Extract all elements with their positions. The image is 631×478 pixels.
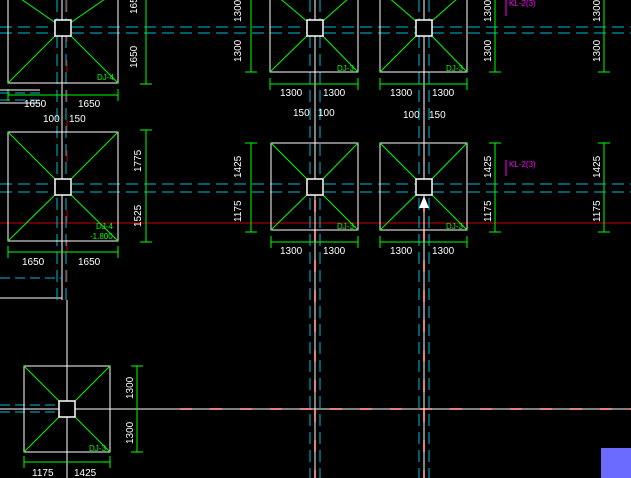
dim-text-150-b: 150 xyxy=(293,108,310,119)
dim-text-100-c: 100 xyxy=(403,110,420,121)
dim-text-1175-b: 1175 xyxy=(32,468,54,478)
dim-text-1650-left-v: 1650 xyxy=(129,45,140,68)
dim-text-1175-v1: 1175 xyxy=(233,200,244,222)
beam-label-top: KL-2(3) xyxy=(509,0,536,8)
footing-mid-mid xyxy=(270,142,359,231)
dim-text-1650-h-c: 1650 xyxy=(22,257,45,268)
dim-text-1775: 1775 xyxy=(133,149,144,172)
dim-text-100-a: 100 xyxy=(43,114,60,125)
footing-top-left-diag-4 xyxy=(62,27,119,84)
footing-tag-c: DJ-3 xyxy=(446,64,463,73)
dim-text-1525: 1525 xyxy=(133,204,144,227)
dim-text-1650-top-v: 1650 xyxy=(129,0,140,14)
footing-mid-left-diag-2 xyxy=(62,131,119,188)
footing-bottom-left xyxy=(23,365,111,453)
footing-top-left xyxy=(7,0,119,84)
dim-text-1300-tv1: 1300 xyxy=(233,0,244,22)
navigation-square[interactable] xyxy=(601,448,631,478)
footing-tag-e: DJ-3 xyxy=(337,222,354,231)
dim-text-1175-v2: 1175 xyxy=(483,200,494,222)
footing-bottom-left-column xyxy=(58,400,76,418)
footing-tag-a: DJ-4 xyxy=(97,73,114,82)
footing-top-right-column xyxy=(415,19,433,37)
dim-text-1650-h-d: 1650 xyxy=(78,257,101,268)
dim-text-1425-b: 1425 xyxy=(74,468,97,478)
dim-text-1300-c: 1300 xyxy=(390,88,413,99)
dim-text-1300-j: 1300 xyxy=(432,246,455,257)
footing-top-left-column xyxy=(54,19,72,37)
footing-top-mid xyxy=(269,0,359,73)
footing-tag-d: DJ-4 xyxy=(96,222,113,231)
cursor-arrow-icon xyxy=(419,196,429,208)
footing-mid-left-column xyxy=(54,178,72,196)
beam-label-mid: KL-2(3) xyxy=(509,160,536,169)
footing-top-mid-column xyxy=(306,19,324,37)
footing-mid-left-diag-1 xyxy=(7,131,64,188)
footing-top-left-diag-3 xyxy=(7,27,64,84)
dim-text-1300-a: 1300 xyxy=(280,88,303,99)
footing-tag-f: DJ-3 xyxy=(446,222,463,231)
footing-tag-d-elev: -1.800 xyxy=(90,232,113,241)
dim-text-1300-bv2: 1300 xyxy=(125,421,136,444)
dim-text-1300-tv3: 1300 xyxy=(483,0,494,22)
dim-text-1300-g: 1300 xyxy=(280,246,303,257)
dim-text-1300-i: 1300 xyxy=(390,246,413,257)
dim-text-1300-tv2: 1300 xyxy=(233,39,244,62)
dim-text-1300-bv1: 1300 xyxy=(125,376,136,399)
dim-text-150-c: 150 xyxy=(429,110,446,121)
dim-text-1175-v3: 1175 xyxy=(592,200,603,222)
footing-top-right xyxy=(379,0,468,73)
footing-top-left-diag-1 xyxy=(21,0,64,29)
dim-text-1650-h-b: 1650 xyxy=(78,99,101,110)
dim-text-1425-v1: 1425 xyxy=(233,155,244,178)
dim-text-1425-v2: 1425 xyxy=(483,155,494,178)
footing-tag-b: DJ-3 xyxy=(337,64,354,73)
dim-text-1300-h: 1300 xyxy=(323,246,346,257)
footing-mid-right xyxy=(379,142,468,231)
dim-text-1425-v3: 1425 xyxy=(592,155,603,178)
dim-text-1300-tv5: 1300 xyxy=(592,0,603,22)
footing-top-left-diag-2 xyxy=(62,0,105,29)
dim-text-1300-tv4: 1300 xyxy=(483,39,494,62)
footing-tag-g: DJ-3 xyxy=(89,444,106,453)
footing-mid-mid-column xyxy=(306,178,324,196)
footing-mid-right-column xyxy=(415,178,433,196)
footing-mid-left-diag-3 xyxy=(7,186,64,242)
dim-text-1300-tv6: 1300 xyxy=(592,39,603,62)
footing-mid-left-diag-4 xyxy=(62,186,119,242)
dim-text-100-b: 100 xyxy=(318,108,335,119)
dim-text-1300-d: 1300 xyxy=(432,88,455,99)
dim-text-1300-b: 1300 xyxy=(323,88,346,99)
dim-text-1650-h-a: 1650 xyxy=(24,99,47,110)
footing-mid-left xyxy=(7,131,119,242)
dim-text-150-a: 150 xyxy=(69,114,86,125)
